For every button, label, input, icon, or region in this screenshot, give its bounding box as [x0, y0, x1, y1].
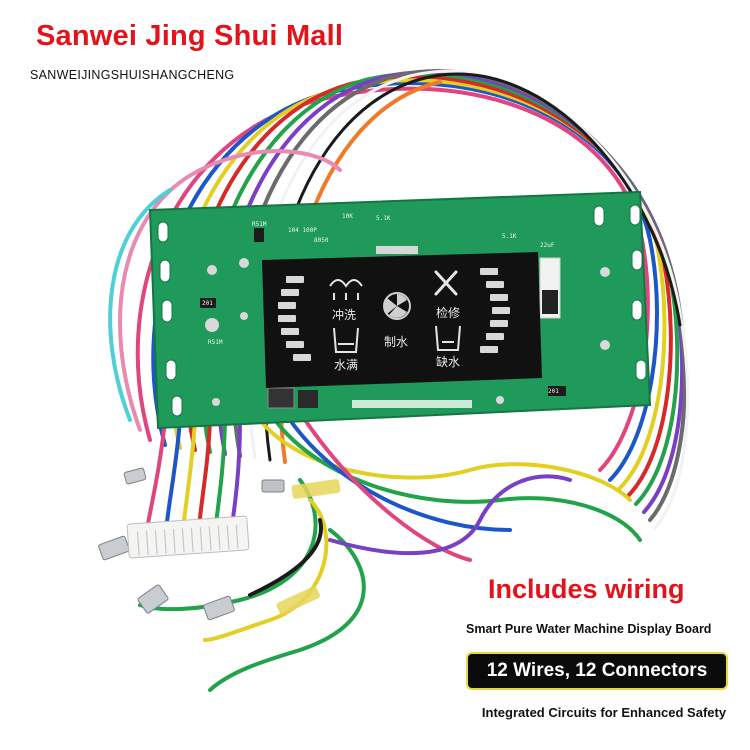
svg-text:R51M: R51M: [252, 221, 267, 228]
lcd-label-water-production: 制水: [384, 335, 408, 349]
board-caption: Smart Pure Water Machine Display Board: [466, 622, 712, 636]
svg-text:104 100P: 104 100P: [288, 227, 317, 234]
water-full-icon: [333, 327, 359, 353]
water-shortage-icon: [435, 325, 461, 351]
svg-text:201: 201: [202, 300, 213, 307]
svg-text:10K: 10K: [342, 213, 353, 220]
svg-text:5.1K: 5.1K: [502, 233, 517, 240]
svg-text:201: 201: [548, 388, 559, 395]
svg-text:5.1K: 5.1K: [376, 215, 391, 222]
svg-text:22uF: 22uF: [540, 242, 555, 249]
flush-icon: [329, 279, 363, 300]
wires-connectors-badge: 12 Wires, 12 Connectors: [466, 652, 728, 690]
store-subtitle: SANWEIJINGSHUISHANGCHENG: [30, 68, 235, 82]
lcd-label-water-full: 水满: [334, 358, 358, 372]
water-production-icon: [383, 292, 411, 320]
lcd-label-water-shortage: 缺水: [436, 354, 460, 369]
repair-icon: [434, 270, 458, 296]
wire-bundle-lower: [138, 418, 642, 692]
store-title: Sanwei Jing Shui Mall: [36, 20, 344, 52]
wiring-heading: Includes wiring: [488, 574, 685, 604]
svg-text:8050: 8050: [314, 237, 329, 244]
wires-connectors-label: 12 Wires, 12 Connectors: [486, 660, 708, 681]
svg-text:R51M: R51M: [208, 339, 223, 346]
wire-connectors: [98, 467, 341, 621]
feature-caption: Integrated Circuits for Enhanced Safety: [481, 705, 727, 720]
lcd-display: 冲洗 检修 制水 水满 缺水: [262, 252, 542, 388]
lcd-label-flush: 冲洗: [332, 307, 356, 322]
lcd-label-repair: 检修: [436, 305, 460, 320]
